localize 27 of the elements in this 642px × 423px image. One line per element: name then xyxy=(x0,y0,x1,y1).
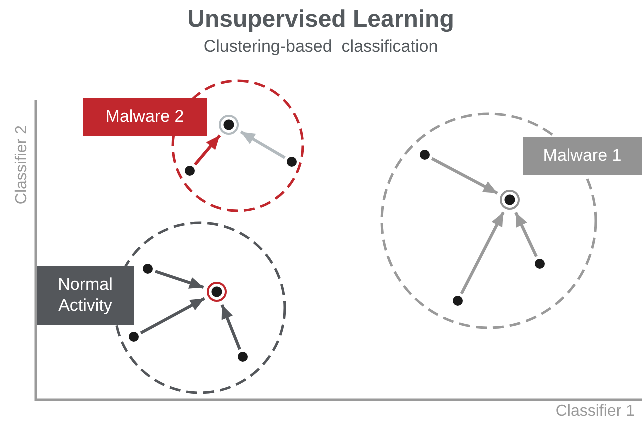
data-point xyxy=(535,259,545,269)
subtitle: Clustering-based classification xyxy=(202,37,440,57)
cluster-circle xyxy=(115,223,285,393)
centroid-marker xyxy=(207,282,227,302)
arrow xyxy=(460,212,505,295)
label-box: Malware 1 xyxy=(523,137,642,175)
data-point xyxy=(453,296,463,306)
data-point xyxy=(238,352,248,362)
arrow xyxy=(240,130,286,160)
axis-label: Classifier 2 xyxy=(12,125,32,205)
data-point xyxy=(129,332,139,342)
axis-label: Classifier 1 xyxy=(556,402,635,421)
data-point xyxy=(143,264,153,274)
title: Unsupervised Learning xyxy=(186,6,456,34)
centroid-marker xyxy=(500,190,520,210)
arrow xyxy=(220,304,242,350)
label-box: Normal Activity xyxy=(37,266,134,325)
arrow xyxy=(514,212,538,258)
cluster-circle xyxy=(173,81,303,211)
arrow xyxy=(155,270,204,289)
centroid-marker xyxy=(219,115,239,135)
data-point xyxy=(287,157,297,167)
arrow xyxy=(431,157,498,195)
arrow xyxy=(194,134,222,166)
label-box: Malware 2 xyxy=(83,98,207,136)
data-point xyxy=(420,150,430,160)
data-point xyxy=(185,166,195,176)
